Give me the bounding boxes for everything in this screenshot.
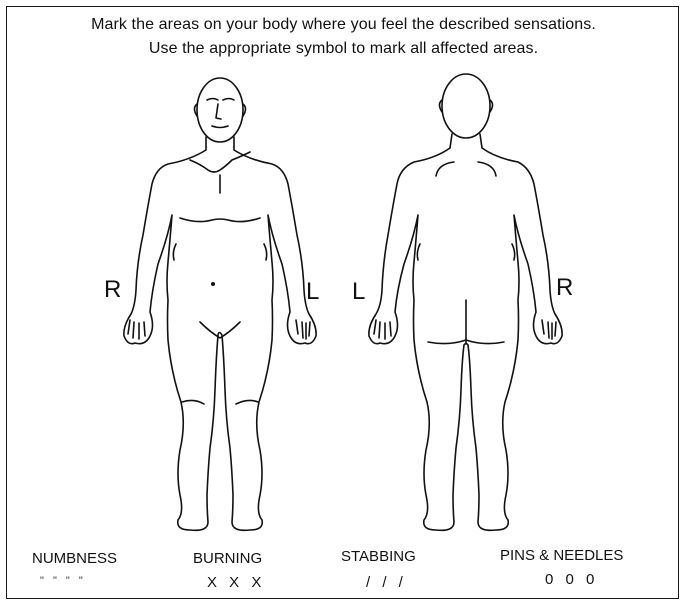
front-waist-left: [264, 244, 267, 260]
back-shoulder-blade-right: [478, 162, 496, 176]
legend-symbol-burning: X X X: [207, 574, 265, 592]
back-body-figure[interactable]: [369, 74, 562, 530]
front-side-label-left: L: [306, 280, 319, 304]
front-chest-line: [180, 218, 260, 222]
front-fingers-left: [296, 320, 310, 339]
back-waist-left: [417, 244, 420, 260]
legend-label-stabbing: STABBING: [341, 548, 416, 566]
front-mouth: [212, 126, 228, 128]
legend-label-burning: BURNING: [193, 550, 262, 568]
front-body-figure[interactable]: [124, 78, 316, 530]
front-navel: [212, 283, 214, 285]
back-fingers-right: [542, 320, 556, 339]
front-collarbones: [190, 152, 250, 172]
front-knee-left: [236, 400, 258, 404]
back-head[interactable]: [442, 74, 490, 138]
front-body-outline[interactable]: [124, 137, 316, 530]
legend-symbol-stabbing: / / /: [366, 574, 407, 592]
front-nose: [216, 104, 221, 119]
front-fingers-right: [128, 320, 145, 339]
back-side-label-right: R: [556, 276, 573, 300]
back-waist-right: [512, 244, 515, 260]
front-eye-left: [223, 99, 234, 101]
front-side-label-right: R: [104, 278, 121, 302]
front-waist-right: [173, 244, 176, 260]
legend-label-pins-and-needles: PINS & NEEDLES: [500, 547, 623, 565]
back-fingers-left: [374, 320, 391, 339]
front-knee-right: [182, 400, 204, 404]
back-shoulder-blade-left: [436, 162, 454, 176]
legend-symbol-pins-and-needles: 0 0 0: [545, 571, 598, 589]
front-head[interactable]: [197, 78, 243, 142]
back-side-label-left: L: [352, 280, 365, 304]
front-groin: [200, 322, 240, 338]
legend-label-numbness: NUMBNESS: [32, 550, 117, 568]
front-eye-right: [207, 99, 218, 101]
legend-symbol-numbness: " " " ": [40, 572, 86, 590]
